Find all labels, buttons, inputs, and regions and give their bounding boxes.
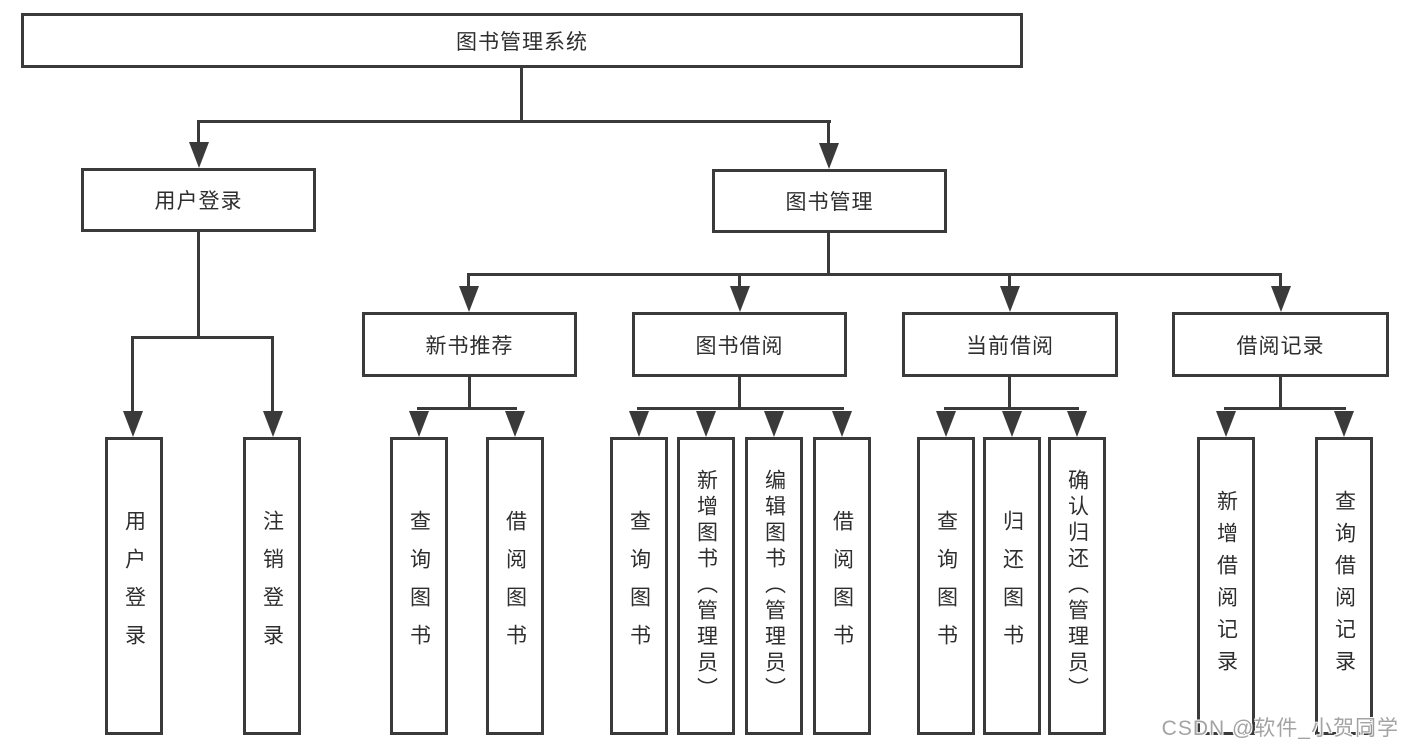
leaf-return-books: 归还图书 bbox=[983, 437, 1041, 735]
leaf-label: 查询借阅记录 bbox=[1332, 490, 1356, 682]
connector-line bbox=[197, 120, 831, 123]
connector-arrowhead bbox=[936, 411, 956, 437]
node-root-label: 图书管理系统 bbox=[456, 30, 588, 54]
connector-line bbox=[197, 120, 200, 146]
node-book-management: 图书管理 bbox=[712, 169, 947, 233]
leaf-borrow-books-2: 借阅图书 bbox=[813, 437, 871, 735]
leaf-label: 归还图书 bbox=[1000, 510, 1024, 662]
leaf-query-books-1: 查询图书 bbox=[390, 437, 448, 735]
connector-arrowhead bbox=[764, 411, 784, 437]
leaf-label: 确认归还（管理员） bbox=[1065, 469, 1089, 703]
node-user-login-label: 用户登录 bbox=[154, 190, 243, 213]
connector-line bbox=[417, 407, 517, 410]
node-book-borrowing: 图书借阅 bbox=[632, 312, 847, 377]
connector-arrowhead bbox=[123, 411, 143, 437]
connector-line bbox=[1279, 377, 1282, 410]
connector-line bbox=[738, 273, 741, 289]
node-book-borrowing-label: 图书借阅 bbox=[695, 334, 784, 358]
connector-arrowhead bbox=[730, 286, 750, 312]
leaf-label: 用户登录 bbox=[122, 510, 146, 662]
leaf-label: 新增借阅记录 bbox=[1214, 490, 1238, 682]
connector-line bbox=[944, 407, 1079, 410]
node-book-management-label: 图书管理 bbox=[785, 191, 874, 214]
leaf-label: 借阅图书 bbox=[830, 510, 854, 662]
leaf-add-borrow-record: 新增借阅记录 bbox=[1197, 437, 1255, 735]
connector-arrowhead bbox=[1216, 411, 1236, 437]
csdn-watermark: CSDN @软件_小贺同学 bbox=[1161, 717, 1399, 740]
connector-arrowhead bbox=[459, 286, 479, 312]
connector-arrowhead bbox=[1334, 411, 1354, 437]
leaf-query-books-3: 查询图书 bbox=[917, 437, 975, 735]
node-new-book-recommend: 新书推荐 bbox=[362, 312, 577, 377]
connector-line bbox=[131, 336, 134, 414]
connector-arrowhead bbox=[832, 411, 852, 437]
leaf-label: 编辑图书（管理员） bbox=[762, 469, 786, 703]
leaf-label: 查询图书 bbox=[934, 510, 958, 662]
connector-line bbox=[271, 336, 274, 414]
connector-arrowhead bbox=[629, 411, 649, 437]
leaf-add-book-admin: 新增图书（管理员） bbox=[677, 437, 735, 735]
leaf-label: 查询图书 bbox=[407, 510, 431, 662]
connector-line bbox=[1008, 273, 1011, 289]
connector-line bbox=[1008, 377, 1011, 410]
node-borrow-records-label: 借阅记录 bbox=[1236, 334, 1325, 358]
leaf-borrow-books-1: 借阅图书 bbox=[486, 437, 544, 735]
node-root: 图书管理系统 bbox=[21, 13, 1023, 68]
connector-line bbox=[467, 273, 1282, 276]
connector-arrowhead bbox=[1000, 286, 1020, 312]
connector-arrowhead bbox=[819, 143, 839, 169]
node-current-borrowing: 当前借阅 bbox=[902, 312, 1118, 377]
connector-arrowhead bbox=[1002, 411, 1022, 437]
leaf-logout: 注销登录 bbox=[243, 437, 301, 735]
node-new-book-recommend-label: 新书推荐 bbox=[425, 334, 514, 358]
connector-line bbox=[131, 336, 274, 339]
node-user-login: 用户登录 bbox=[81, 168, 316, 232]
connector-line bbox=[1224, 407, 1346, 410]
leaf-label: 查询图书 bbox=[627, 510, 651, 662]
leaf-label: 注销登录 bbox=[260, 510, 284, 662]
leaf-query-books-2: 查询图书 bbox=[610, 437, 668, 735]
connector-arrowhead bbox=[505, 411, 525, 437]
connector-line bbox=[738, 377, 741, 410]
leaf-confirm-return-admin: 确认归还（管理员） bbox=[1048, 437, 1106, 735]
connector-line bbox=[637, 407, 844, 410]
leaf-label: 借阅图书 bbox=[503, 510, 527, 662]
leaf-edit-book-admin: 编辑图书（管理员） bbox=[745, 437, 803, 735]
connector-arrowhead bbox=[1271, 286, 1291, 312]
connector-line bbox=[467, 273, 470, 289]
leaf-user-login: 用户登录 bbox=[105, 437, 163, 735]
connector-arrowhead bbox=[263, 411, 283, 437]
connector-line bbox=[197, 232, 200, 339]
connector-line bbox=[1279, 273, 1282, 289]
leaf-label: 新增图书（管理员） bbox=[694, 469, 718, 703]
connector-line bbox=[827, 233, 830, 276]
connector-arrowhead bbox=[696, 411, 716, 437]
node-borrow-records: 借阅记录 bbox=[1172, 312, 1389, 377]
node-current-borrowing-label: 当前借阅 bbox=[966, 334, 1054, 358]
connector-arrowhead bbox=[409, 411, 429, 437]
connector-arrowhead bbox=[189, 142, 209, 168]
connector-arrowhead bbox=[1067, 411, 1087, 437]
connector-line bbox=[827, 120, 830, 146]
leaf-query-borrow-record: 查询借阅记录 bbox=[1315, 437, 1373, 735]
connector-line bbox=[468, 377, 471, 410]
connector-line bbox=[520, 68, 523, 123]
